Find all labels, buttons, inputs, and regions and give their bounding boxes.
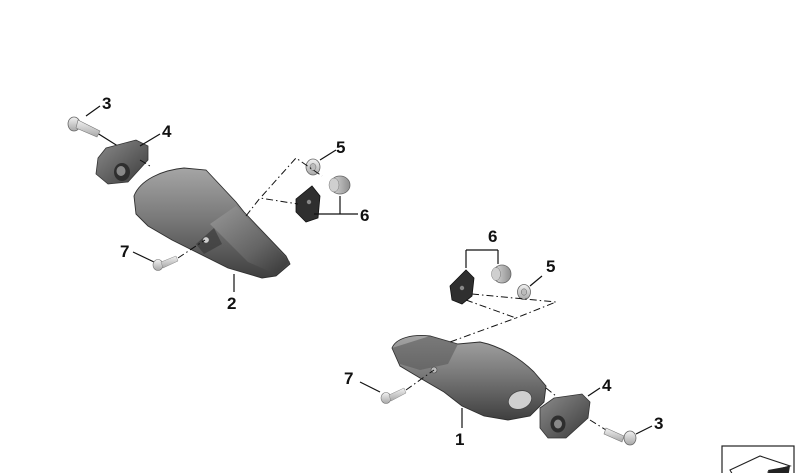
callout-3-right: 3 [654, 414, 663, 433]
right-assembly [359, 249, 653, 446]
assembly-lines-left [139, 157, 323, 217]
callout-1: 1 [455, 430, 464, 449]
callout-4-left: 4 [162, 122, 172, 141]
callout-2: 2 [227, 294, 236, 313]
callout-4-right: 4 [602, 376, 612, 395]
washer-right [517, 275, 543, 300]
screw-right [359, 369, 435, 404]
callout-3-left: 3 [102, 94, 111, 113]
arrow-symbol-icon [721, 445, 795, 473]
callout-6-right: 6 [488, 227, 497, 246]
mounting-block-right [539, 387, 601, 439]
bracket-left [295, 175, 358, 223]
callout-5-right: 5 [546, 257, 555, 276]
bracket-right [449, 249, 512, 305]
indicator-body-right [391, 335, 547, 421]
mounting-block-left [95, 139, 149, 185]
callout-7-left: 7 [120, 242, 129, 261]
callout-6-left: 6 [360, 206, 369, 225]
callout-7-right: 7 [344, 369, 353, 388]
indicator-body-left [133, 167, 291, 279]
screw-left [132, 239, 206, 271]
callout-5-left: 5 [336, 138, 345, 157]
washer-left [305, 149, 337, 176]
bolt-right [589, 419, 653, 446]
assembly-lines-right [449, 293, 557, 343]
left-assembly [67, 105, 358, 292]
